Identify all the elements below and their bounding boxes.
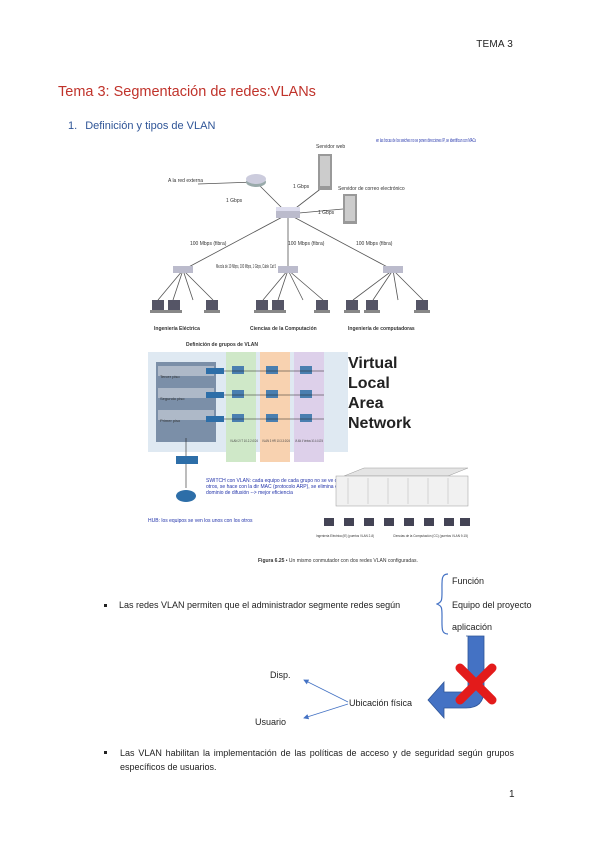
dept-label-1: Ingeniería Eléctrica [154, 326, 200, 332]
main-switch-icon [276, 207, 300, 218]
computer-icons [152, 300, 428, 310]
mix-label: Mezcla de 10 Mbps, 100 Mbps, 1 Gbps, Cab… [216, 264, 276, 270]
page-title: Tema 3: Segmentación de redes:VLANs [58, 84, 316, 100]
dept-label-3: Ingeniería de computadoras [348, 326, 415, 332]
lab-switch-icon [335, 475, 469, 507]
core-switch-icon [176, 456, 198, 464]
location-center: Ubicación física [349, 698, 413, 708]
criteria-project: Equipo del proyecto [452, 600, 532, 610]
core-router-icon [176, 490, 196, 502]
fiber-label-1: 100 Mbps (fibra) [190, 241, 227, 247]
location-top: Disp. [270, 670, 291, 680]
criteria-function: Función [452, 576, 485, 586]
vlan-col-3: VLAN 4 Ventas 10.4.4.0/24 [295, 438, 323, 443]
bullet-text-1: Las redes VLAN permiten que el administr… [119, 600, 401, 610]
cross-icon [455, 663, 497, 705]
section-number: 1. [68, 120, 78, 132]
vlan-col-2: VLAN 3 HR 10.3.3.0/24 [262, 438, 291, 443]
fiber-label-2: 100 Mbps (fibra) [288, 241, 325, 247]
web-server-icon [318, 154, 332, 190]
header-label: TEMA 3 [476, 39, 513, 50]
vlan-word-4: Network [348, 415, 411, 432]
criteria-application: aplicación [452, 622, 493, 632]
figure-caption: Figura 6.25 • Un mismo conmutador con do… [258, 558, 418, 564]
location-arrows-icon [303, 679, 349, 720]
bullet-text-2: Las VLAN habilitan la implementación de … [120, 748, 514, 772]
switch-note: SWITCH con VLAN: cada equipo de cada gru… [206, 478, 351, 496]
link-label-2: 1 Gbps [293, 184, 310, 190]
bullet-marker [104, 604, 107, 608]
fiber-label-3: 100 Mbps (fibra) [356, 241, 393, 247]
mail-server-label: Servidor de correo electrónico [338, 186, 405, 192]
floor-label-1: Primer piso [160, 418, 181, 423]
page-number: 1 [509, 789, 515, 800]
bullet-item-1: Las redes VLAN permiten que el administr… [104, 600, 400, 610]
vlan-word-1: Virtual [348, 355, 398, 372]
external-label: A la red externa [168, 178, 203, 184]
switch-icon [173, 266, 403, 273]
floor-switch-icons [206, 368, 224, 422]
mac-note: en las bocas de los swiches no se ponen … [376, 138, 476, 144]
floor-label-3: Tercer piso [160, 374, 180, 379]
vlan-pc-icons [232, 366, 312, 422]
section-label: Definición y tipos de VLAN [85, 120, 216, 132]
lab-pc-icons [324, 518, 470, 526]
link-label-1: 1 Gbps [226, 198, 243, 204]
vlan-word-3: Area [348, 395, 384, 412]
dept-label-2: Ciencias de la Computación [250, 326, 317, 332]
vlan-diagram-caption: Definición de grupos de VLAN [186, 342, 258, 348]
figure-caption-number: Figura 6.25 [258, 558, 285, 564]
lab-left-label: Ingeniería Eléctrica (IE) (puertos VLAN … [316, 533, 374, 538]
bullet-item-2: Las VLAN habilitan la implementación de … [104, 746, 514, 774]
mail-server-icon [343, 194, 357, 224]
vlan-col-1: VLAN 2 IT 10.2.2.0/24 [230, 438, 259, 443]
bullet-marker [104, 751, 107, 754]
web-server-label: Servidor web [316, 144, 345, 150]
section-heading: 1. Definición y tipos de VLAN [68, 120, 215, 132]
hub-note: HUB: los equipos se ven los unos con los… [148, 518, 253, 524]
brace-icon [436, 573, 449, 635]
floor-label-2: Segundo piso [160, 396, 185, 401]
figure-caption-text: • Un mismo conmutador con dos redes VLAN… [284, 558, 417, 564]
vlan-word-2: Local [348, 375, 390, 392]
lab-right-label: Ciencias de la Computación (CC) (puertos… [393, 533, 469, 538]
link-label-3: 1 Gbps [318, 210, 335, 216]
vlan-diagram: Definición de grupos de VLAN Tercer piso… [148, 338, 488, 568]
router-icon [246, 174, 266, 187]
location-bottom: Usuario [255, 717, 287, 727]
network-diagram: A la red externa Servidor web Servidor d… [138, 132, 478, 338]
